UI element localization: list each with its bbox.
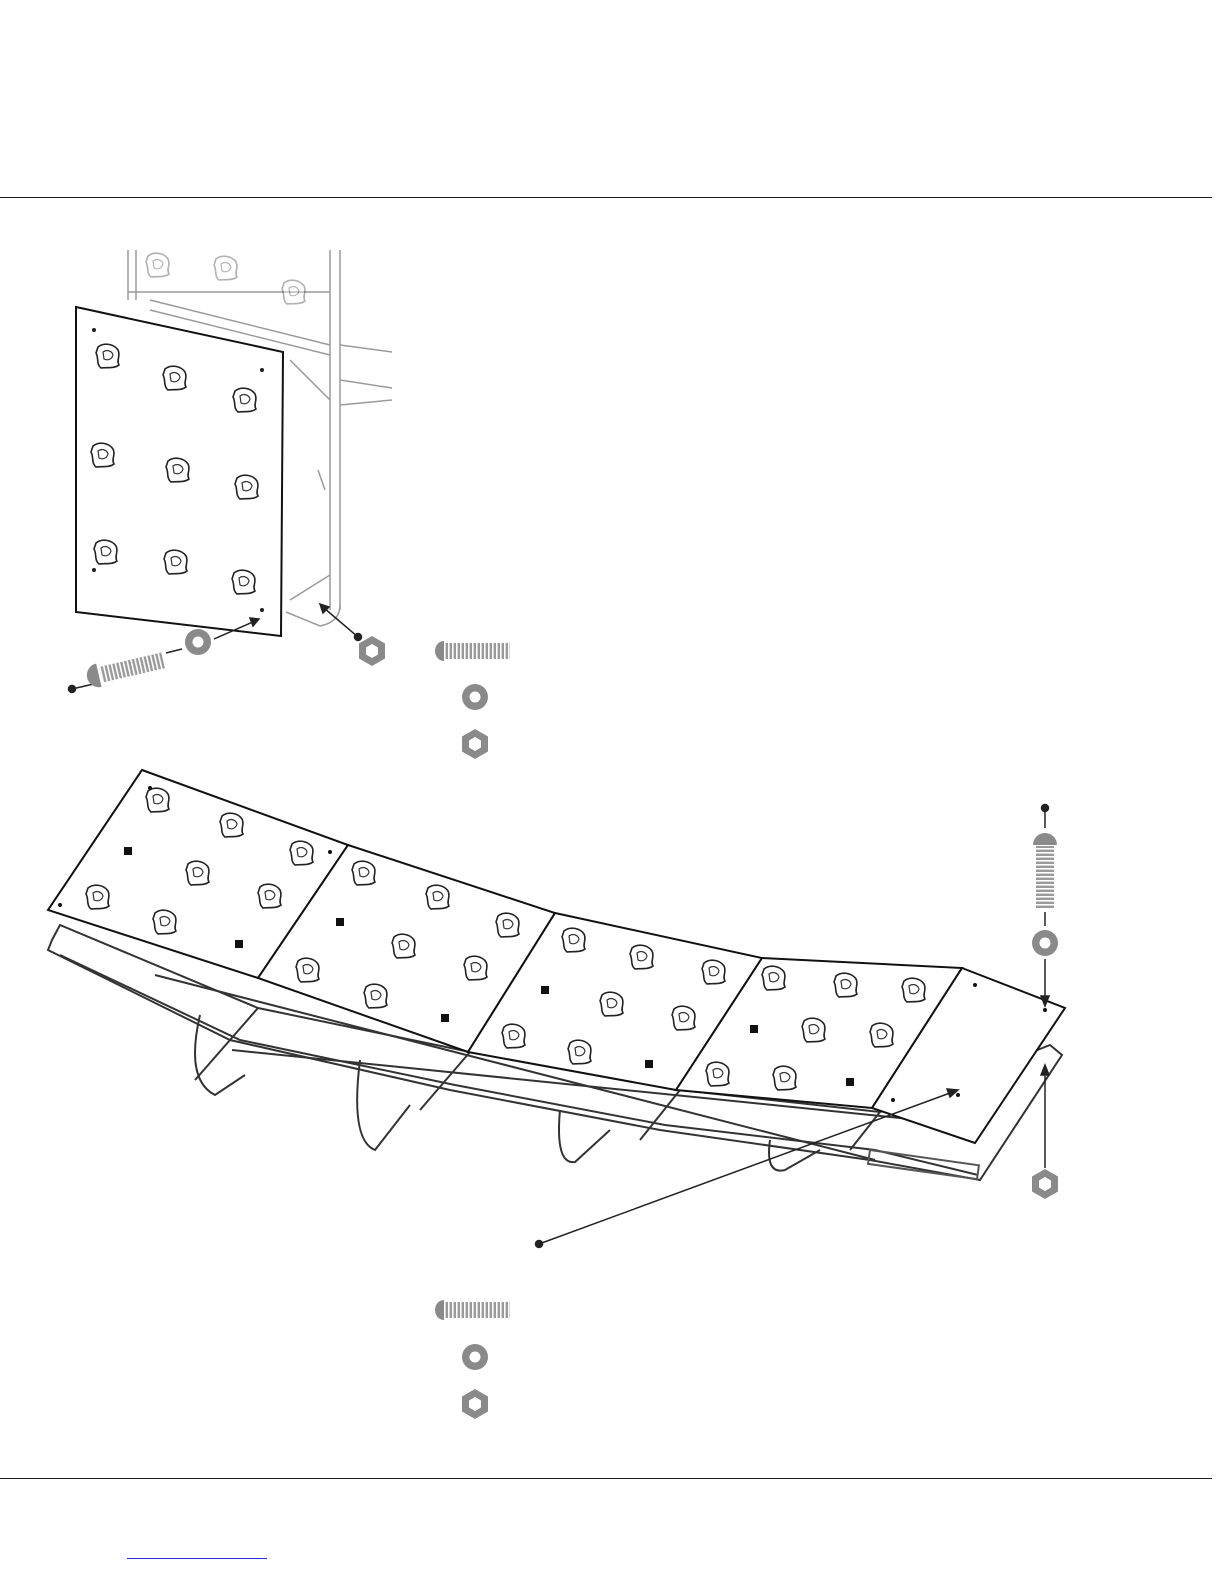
ramp-bolt	[1033, 833, 1057, 908]
nut-icon	[462, 1389, 488, 1419]
bolt-icon	[435, 641, 510, 661]
hardware-legend-2	[435, 1300, 510, 1419]
upright-nut	[359, 636, 385, 666]
upright-bolt	[84, 649, 165, 690]
upright-panel	[76, 307, 283, 636]
bolt-icon	[435, 1300, 510, 1320]
washer-icon	[462, 684, 488, 710]
bottom-rule	[0, 1478, 1212, 1479]
washer-icon	[462, 1344, 488, 1370]
ramp-nut	[1032, 1169, 1058, 1199]
hardware-legend-1	[435, 641, 510, 759]
nut-icon	[462, 729, 488, 759]
ramp-washer	[1032, 930, 1058, 956]
upright-washer	[185, 629, 211, 655]
footer-link-underline[interactable]	[127, 1558, 267, 1559]
upright-faint-holds	[146, 253, 305, 304]
ramp-panels	[48, 770, 1065, 1143]
